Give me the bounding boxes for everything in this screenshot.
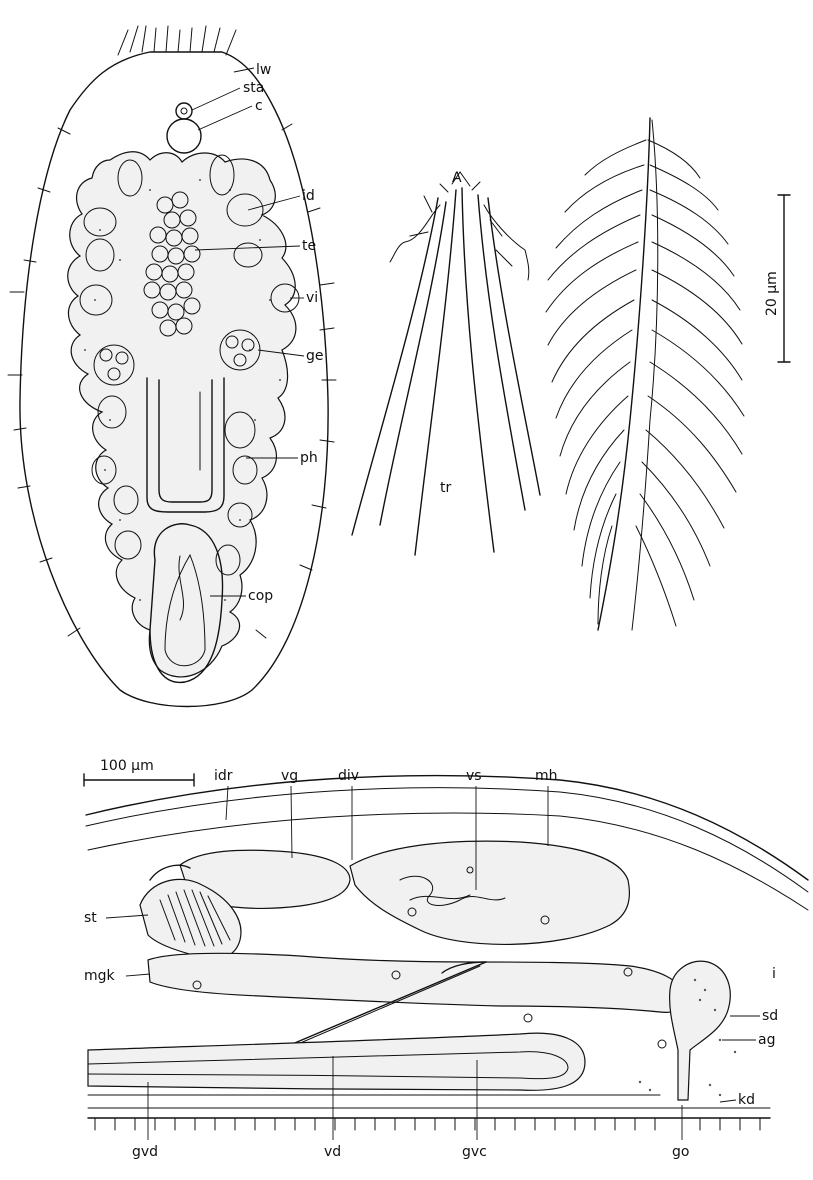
label-c: c xyxy=(255,98,263,114)
label-mh: mh xyxy=(535,768,558,784)
label-sta: sta xyxy=(243,80,264,96)
label-st: st xyxy=(84,910,97,926)
label-tr: tr xyxy=(440,480,451,496)
label-ge: ge xyxy=(306,348,324,364)
label-ph: ph xyxy=(300,450,318,466)
label-cop: cop xyxy=(248,588,273,604)
feather-stylet-drawing xyxy=(545,117,745,631)
label-vi: vi xyxy=(306,290,318,306)
label-vs: vs xyxy=(466,768,482,784)
sagittal-section-drawing: 100 µm xyxy=(83,758,809,1160)
label-gvd: gvd xyxy=(132,1144,158,1160)
label-vd: vd xyxy=(324,1144,341,1160)
label-lw: lw xyxy=(256,62,271,78)
label-go: go xyxy=(672,1144,689,1160)
whole-animal-drawing: lw sta c id te vi ge ph cop xyxy=(7,25,337,708)
label-vg: vg xyxy=(281,768,298,784)
label-div: div xyxy=(338,768,359,784)
stylet-detail-drawing: A tr xyxy=(351,170,541,556)
label-ag: ag xyxy=(758,1032,775,1048)
scale-bar-20um: 20 µm xyxy=(764,194,791,363)
label-te: te xyxy=(302,238,316,254)
label-a: A xyxy=(452,170,462,186)
label-gvc: gvc xyxy=(462,1144,487,1160)
scale-20-label: 20 µm xyxy=(764,271,780,316)
label-sd: sd xyxy=(762,1008,778,1024)
label-idr: idr xyxy=(214,768,233,784)
label-kd: kd xyxy=(738,1092,755,1108)
label-i: i xyxy=(772,966,776,982)
label-mgk: mgk xyxy=(84,968,116,984)
scale-100-label: 100 µm xyxy=(100,758,154,774)
label-id: id xyxy=(302,188,315,204)
